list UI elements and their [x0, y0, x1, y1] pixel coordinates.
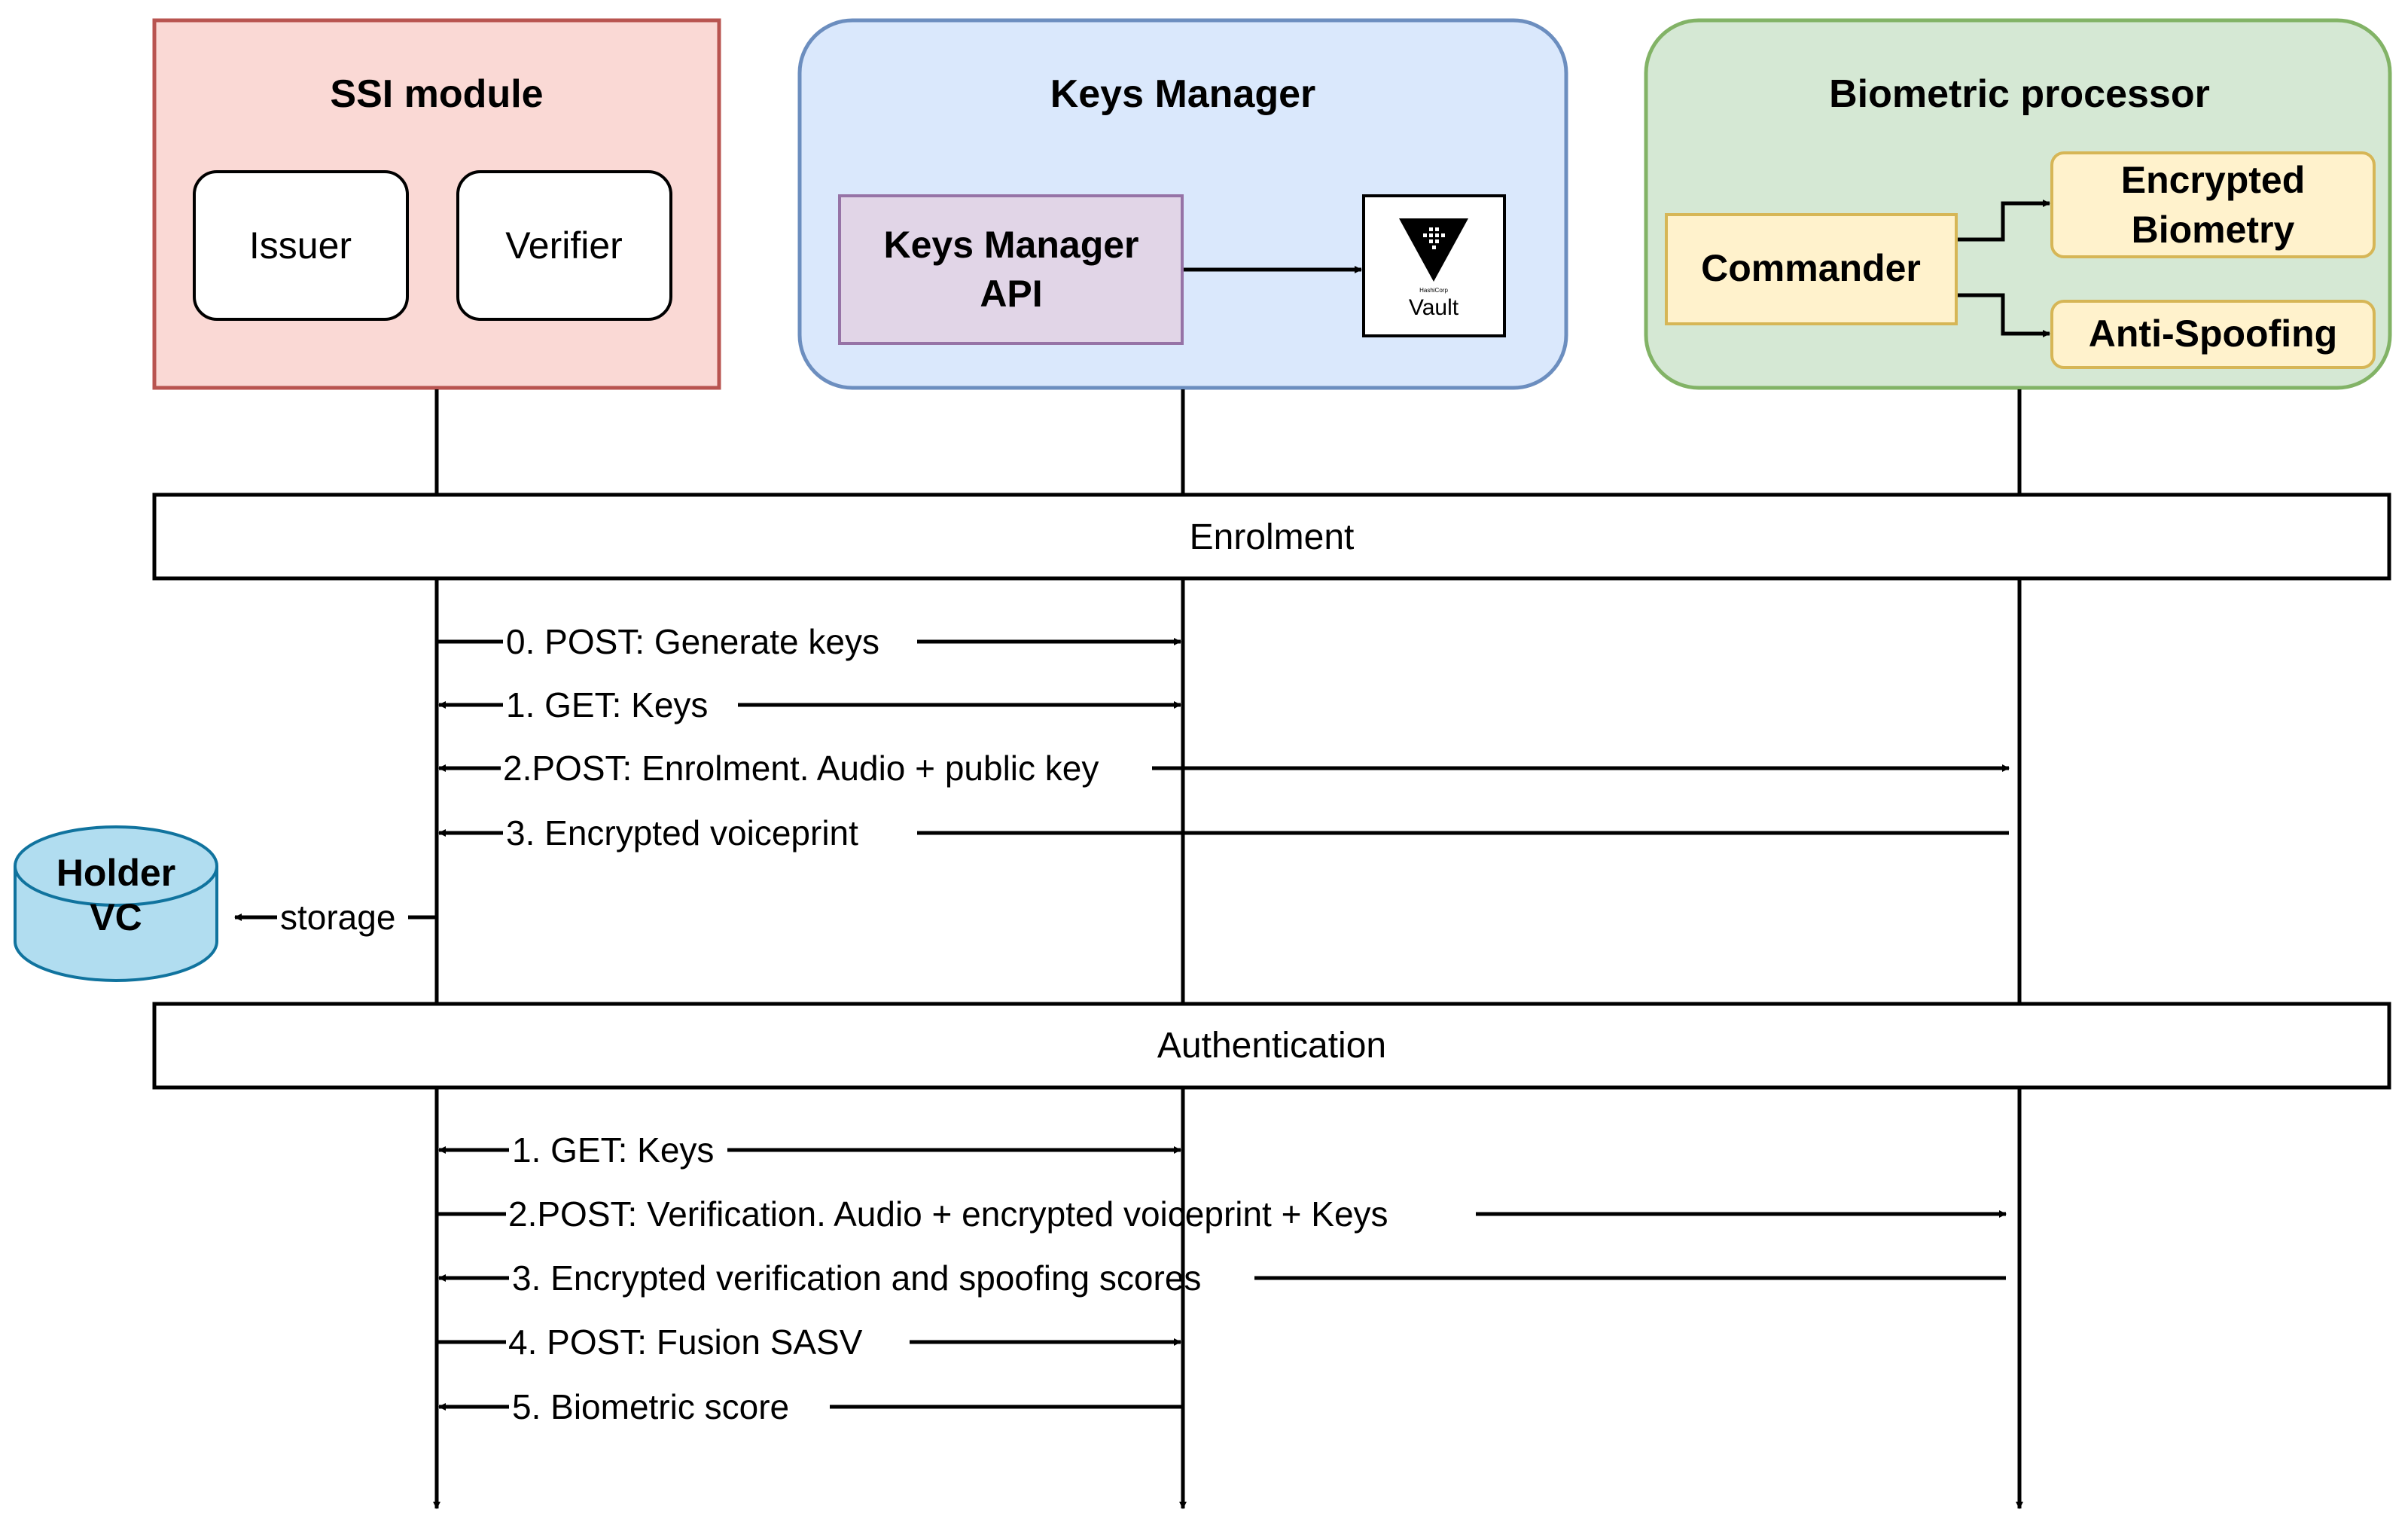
keys-manager-api-box: [838, 194, 1184, 345]
keys-manager-title: Keys Manager: [1050, 72, 1316, 116]
storage-label: storage: [280, 898, 395, 937]
ssi-module: SSI module Issuer Verifier: [152, 18, 721, 390]
issuer-label: Issuer: [249, 224, 352, 267]
commander-label: Commander: [1701, 247, 1921, 289]
verifier-label: Verifier: [505, 224, 623, 267]
authentication-phase: Authentication: [152, 1002, 2391, 1090]
auth-msg-4-label: 4. POST: Fusion SASV: [508, 1322, 863, 1362]
ssi-module-title: SSI module: [330, 72, 543, 116]
biometric-processor-title: Biometric processor: [1829, 72, 2210, 116]
holder-vc-storage: Holder VC storage: [14, 825, 437, 982]
verifier-box: [456, 170, 672, 321]
vault-triangle-icon: [1399, 218, 1468, 282]
enrol-msg-3-label: 3. Encrypted voiceprint: [506, 813, 858, 853]
auth-msg-5-label: 5. Biometric score: [512, 1387, 789, 1426]
holder-vc-label-2: VC: [90, 896, 142, 938]
enrol-msg-1-label: 1. GET: Keys: [506, 685, 708, 724]
keys-manager-api-label-2: API: [980, 273, 1042, 315]
keys-manager: Keys Manager Keys Manager API HashiCorp …: [797, 18, 1568, 390]
auth-msg-3-label: 3. Encrypted verification and spoofing s…: [512, 1258, 1201, 1298]
anti-spoofing-box: [2050, 300, 2376, 369]
enrolment-messages: 0. POST: Generate keys 1. GET: Keys 2.PO…: [437, 622, 2010, 853]
encrypted-biometry-label-2: Biometry: [2132, 209, 2295, 251]
commander-to-antispoofing-arrow: [1958, 293, 2050, 337]
enrolment-phase: Enrolment: [152, 493, 2391, 581]
commander-box: [1665, 213, 1958, 325]
anti-spoofing-label: Anti-Spoofing: [2089, 313, 2337, 355]
encrypted-biometry-box: [2050, 151, 2376, 258]
commander-to-encrypted-arrow: [1958, 200, 2050, 242]
holder-vc-label: Holder: [56, 852, 175, 894]
vault-label: Vault: [1409, 295, 1459, 320]
authentication-messages: 1. GET: Keys 2.POST: Verification. Audio…: [435, 1130, 2007, 1426]
authentication-label: Authentication: [1157, 1026, 1386, 1066]
keys-manager-api-label: Keys Manager: [883, 224, 1138, 266]
auth-msg-2-label: 2.POST: Verification. Audio + encrypted …: [508, 1194, 1388, 1234]
encrypted-biometry-label: Encrypted: [2121, 159, 2306, 201]
biometric-processor: Biometric processor Commander Encrypted …: [1644, 18, 2392, 390]
enrolment-bar: [152, 493, 2391, 581]
vault-logo: HashiCorp Vault: [1362, 194, 1506, 337]
auth-msg-1-label: 1. GET: Keys: [512, 1130, 714, 1170]
enrol-msg-2-label: 2.POST: Enrolment. Audio + public key: [503, 749, 1099, 788]
authentication-bar: [152, 1002, 2391, 1090]
enrolment-label: Enrolment: [1190, 517, 1355, 557]
database-icon: [14, 825, 218, 982]
vault-brand: HashiCorp: [1419, 287, 1448, 294]
enrol-msg-0-label: 0. POST: Generate keys: [506, 622, 879, 661]
issuer-box: [193, 170, 409, 321]
